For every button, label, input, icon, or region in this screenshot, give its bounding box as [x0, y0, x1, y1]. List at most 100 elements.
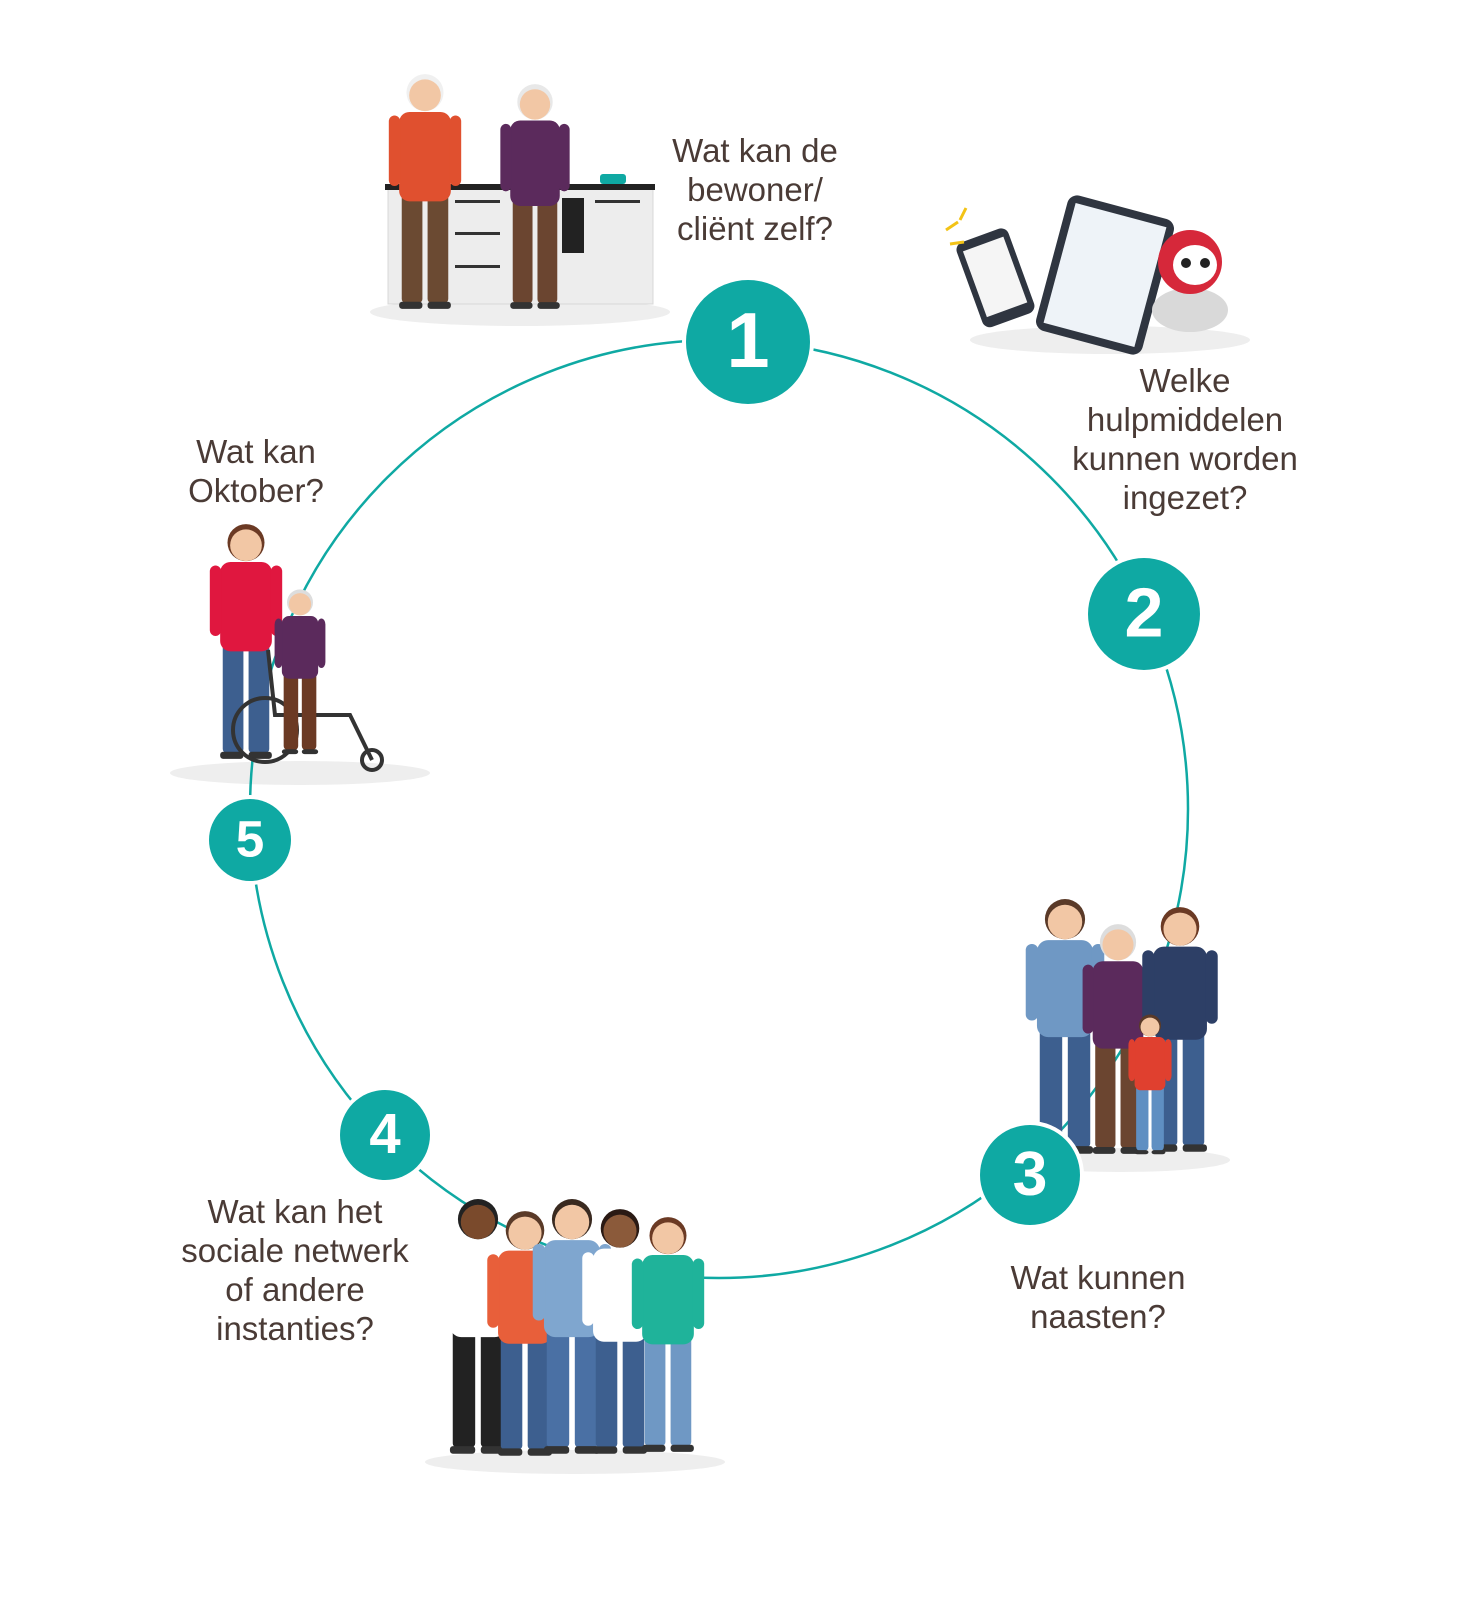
family-illustration [1025, 899, 1218, 1155]
robot-base [1152, 288, 1228, 332]
leg [527, 1334, 550, 1450]
face [409, 79, 441, 112]
step-3-badge: 3 [976, 1121, 1084, 1229]
leg [1136, 1085, 1149, 1151]
label-line: Wat kan het [207, 1193, 383, 1230]
arm [449, 115, 462, 187]
torso [281, 615, 319, 679]
badge-circle [1088, 558, 1200, 670]
leg [1182, 1030, 1205, 1146]
tablet-screen [1043, 202, 1167, 348]
leg [401, 192, 423, 303]
person-figure [388, 74, 462, 309]
shoe [449, 1446, 476, 1454]
arm [1082, 964, 1094, 1034]
leg [1151, 1085, 1164, 1151]
shoe [593, 1446, 618, 1454]
face [1047, 904, 1083, 940]
leg [512, 197, 533, 304]
label-line: ingezet? [1122, 479, 1248, 516]
label-line: hulpmiddelen [1086, 401, 1284, 438]
arm [1142, 950, 1155, 1024]
shoe [510, 302, 533, 309]
sparkle-icon [945, 207, 968, 246]
face [554, 1204, 590, 1240]
person-figure [631, 1217, 705, 1452]
badge-circle [340, 1090, 430, 1180]
drawer-handle [455, 232, 500, 235]
shoe [1092, 1146, 1116, 1154]
leg [644, 1335, 666, 1446]
arm [1025, 943, 1039, 1021]
leg [480, 1327, 504, 1448]
step-4-label: Wat kan het sociale netwerk of andere in… [181, 1192, 408, 1348]
torso [1092, 961, 1144, 1049]
arm [532, 1243, 546, 1321]
arm [500, 123, 512, 192]
elderly-couple-kitchen-illustration [385, 74, 655, 309]
face [230, 529, 262, 562]
leg [222, 642, 244, 753]
torso [220, 562, 272, 652]
shoe [670, 1444, 694, 1452]
face [460, 1204, 496, 1240]
label-line: Wat kan [196, 433, 316, 470]
arm [692, 1258, 705, 1330]
label-line: naasten? [1030, 1298, 1166, 1335]
step-4-badge: 4 [336, 1086, 434, 1184]
arm [438, 1243, 452, 1321]
arm [1164, 1039, 1172, 1082]
robot-eye [1200, 258, 1210, 268]
badge-circle [980, 1125, 1080, 1225]
shoe [1182, 1144, 1207, 1152]
devices-illustration [945, 195, 1228, 355]
step-2-label: Welke hulpmiddelen kunnen worden ingezet… [1072, 361, 1298, 517]
badge-number: 4 [369, 1102, 400, 1165]
person-figure [274, 589, 326, 755]
arm [1128, 1039, 1136, 1082]
arm [317, 618, 326, 668]
label-line: Welke [1139, 362, 1231, 399]
arm [487, 1254, 500, 1328]
torso [1153, 946, 1207, 1040]
shoe [1134, 1150, 1149, 1155]
torso [510, 120, 560, 206]
leg [670, 1335, 692, 1446]
drawer-handle [455, 200, 500, 203]
arm [270, 565, 283, 637]
label-line: of andere [225, 1271, 365, 1308]
face [1140, 1017, 1160, 1037]
community-group-illustration [438, 1199, 705, 1456]
label-line: kunnen worden [1072, 440, 1298, 477]
label-line: cliënt zelf? [677, 210, 833, 247]
badge-circle [686, 280, 810, 404]
step-3-label: Wat kunnen naasten? [1011, 1258, 1186, 1336]
leg [537, 197, 558, 304]
caregiver-wheelchair-illustration [209, 524, 384, 772]
torso [1036, 940, 1094, 1038]
shoe [537, 302, 560, 309]
shoe [248, 751, 272, 759]
arm [582, 1252, 595, 1326]
face [288, 593, 312, 616]
leg [622, 1332, 645, 1448]
arm [274, 618, 283, 668]
label-line: Wat kan de [672, 132, 838, 169]
phone-screen [962, 236, 1028, 318]
ground-shadow [170, 761, 430, 785]
badge-circle [209, 799, 291, 881]
torso [1134, 1037, 1166, 1091]
badge-number: 5 [236, 810, 265, 867]
step-1-badge: 1 [682, 276, 814, 408]
person-figure [1128, 1014, 1172, 1155]
shoe [543, 1446, 570, 1454]
arm [209, 565, 222, 637]
shoe [642, 1444, 666, 1452]
leg [1039, 1027, 1063, 1148]
arm [1205, 950, 1218, 1024]
person-figure [209, 524, 283, 759]
leg [595, 1332, 618, 1448]
leg [1067, 1027, 1091, 1148]
arm [558, 123, 570, 192]
robot-eye [1181, 258, 1191, 268]
